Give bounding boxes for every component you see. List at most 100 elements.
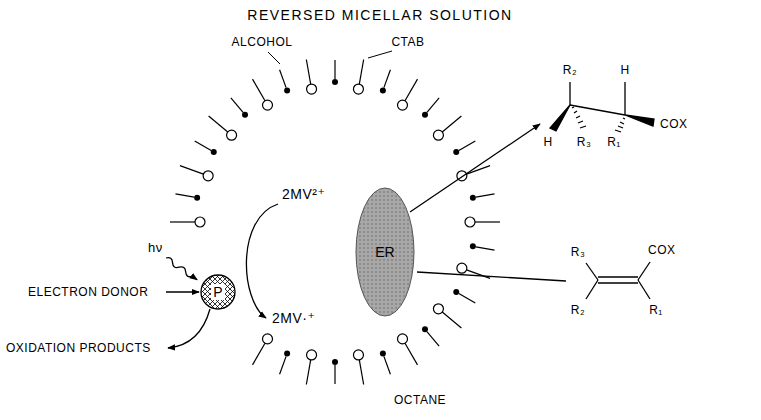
ctab-head — [195, 217, 205, 227]
photosensitizer-circle: P — [200, 274, 236, 310]
ctab-head — [307, 350, 317, 360]
arrows — [165, 51, 566, 348]
ctab-head — [353, 350, 363, 360]
alcohol-tail — [384, 70, 390, 88]
ctab-tail — [359, 60, 363, 85]
double-bond — [598, 277, 638, 283]
ctab-head — [433, 130, 443, 140]
ctab-tail — [405, 343, 418, 365]
ctab-head — [263, 100, 273, 110]
alcohol-head — [332, 79, 338, 85]
alcohol-head — [284, 351, 290, 357]
atom-label: H — [543, 134, 552, 150]
alcohol-tail — [334, 60, 335, 79]
alcohol-head — [422, 326, 428, 332]
node-text: ER — [375, 244, 394, 260]
product-arrow — [168, 309, 210, 348]
product-structure — [550, 82, 654, 132]
alcohol-tail — [195, 141, 211, 151]
ctab-head — [457, 263, 467, 273]
hashed-bond — [572, 107, 586, 128]
enzyme-ellipse: ER — [355, 187, 415, 317]
alcohol-tail — [334, 365, 335, 384]
ctab-head — [307, 84, 317, 94]
bond — [569, 82, 570, 105]
bond — [570, 105, 625, 115]
ctab-head — [398, 334, 408, 344]
alcohol-tail — [476, 194, 495, 197]
ctab-head — [353, 84, 363, 94]
alcohol-head — [242, 112, 248, 118]
alcohol-head — [453, 289, 459, 295]
ctab-tail — [467, 270, 490, 279]
donor-arrow — [166, 291, 199, 292]
ctab-tail — [475, 221, 500, 222]
leader-line — [368, 51, 392, 58]
ctab-tail — [467, 166, 490, 175]
solvent-label: OCTANE — [394, 392, 446, 408]
ctab-tail — [170, 221, 195, 222]
alcohol-head — [380, 351, 386, 357]
alcohol-head — [284, 87, 290, 93]
atom-label: R₂ — [571, 302, 585, 318]
ctab-tail — [253, 343, 266, 365]
ctab-head — [227, 130, 237, 140]
alcohol-head — [470, 195, 476, 201]
species-label: 2MV·⁺ — [272, 310, 315, 326]
ctab-head — [203, 171, 213, 181]
ctab-tail — [180, 166, 203, 175]
light-arrow — [165, 256, 199, 282]
ctab-head — [263, 334, 273, 344]
ctab-tail — [405, 79, 418, 101]
wedge-bond — [550, 105, 570, 131]
atom-label: R₁ — [649, 302, 663, 318]
atom-label: R₃ — [577, 134, 592, 150]
reactant-label: ELECTRON DONOR — [28, 284, 148, 300]
atom-label: R₃ — [571, 244, 586, 260]
hashed-bond — [615, 118, 625, 132]
alcohol-head — [422, 112, 428, 118]
alcohol-tail — [459, 294, 475, 304]
wedge-bond — [625, 115, 654, 126]
leader-line — [268, 52, 280, 64]
ctab-tail — [209, 116, 228, 132]
alcohol-head — [453, 149, 459, 155]
bond — [638, 280, 650, 299]
ctab-head — [398, 100, 408, 110]
light-label: hν — [148, 240, 163, 256]
alcohol-tail — [280, 70, 286, 88]
node-text: P — [211, 284, 224, 300]
atom-label: R₁ — [607, 134, 621, 150]
component-label: CTAB — [391, 34, 424, 50]
substrate-line — [417, 272, 566, 281]
ctab-tail — [442, 312, 461, 328]
ctab-tail — [306, 360, 310, 385]
alcohol-head — [332, 359, 338, 365]
bond — [638, 262, 650, 280]
ctab-tail — [442, 116, 461, 132]
ctab-tail — [359, 360, 363, 385]
bond — [586, 263, 598, 280]
alcohol-head — [380, 87, 386, 93]
hatched-circle — [201, 275, 235, 309]
alcohol-tail — [231, 98, 243, 113]
ctab-head — [465, 217, 475, 227]
ctab-head — [433, 304, 443, 314]
group-label: COX — [648, 242, 676, 258]
ctab-tail — [253, 79, 266, 101]
alcohol-tail — [476, 247, 495, 250]
product-label: OXIDATION PRODUCTS — [6, 340, 151, 356]
surfactant-layer — [170, 60, 500, 385]
atom-label: R₂ — [563, 62, 577, 78]
alcohol-tail — [384, 356, 390, 374]
alcohol-tail — [280, 356, 286, 374]
ctab-tail — [306, 60, 310, 85]
alcohol-head — [470, 243, 476, 249]
alcohol-head — [194, 195, 200, 201]
alcohol-tail — [427, 332, 439, 347]
species-label: 2MV²⁺ — [282, 186, 325, 202]
atom-label: H — [620, 62, 629, 78]
title: REVERSED MICELLAR SOLUTION — [247, 6, 512, 24]
bond — [586, 280, 598, 299]
substrate-structure — [586, 262, 650, 299]
